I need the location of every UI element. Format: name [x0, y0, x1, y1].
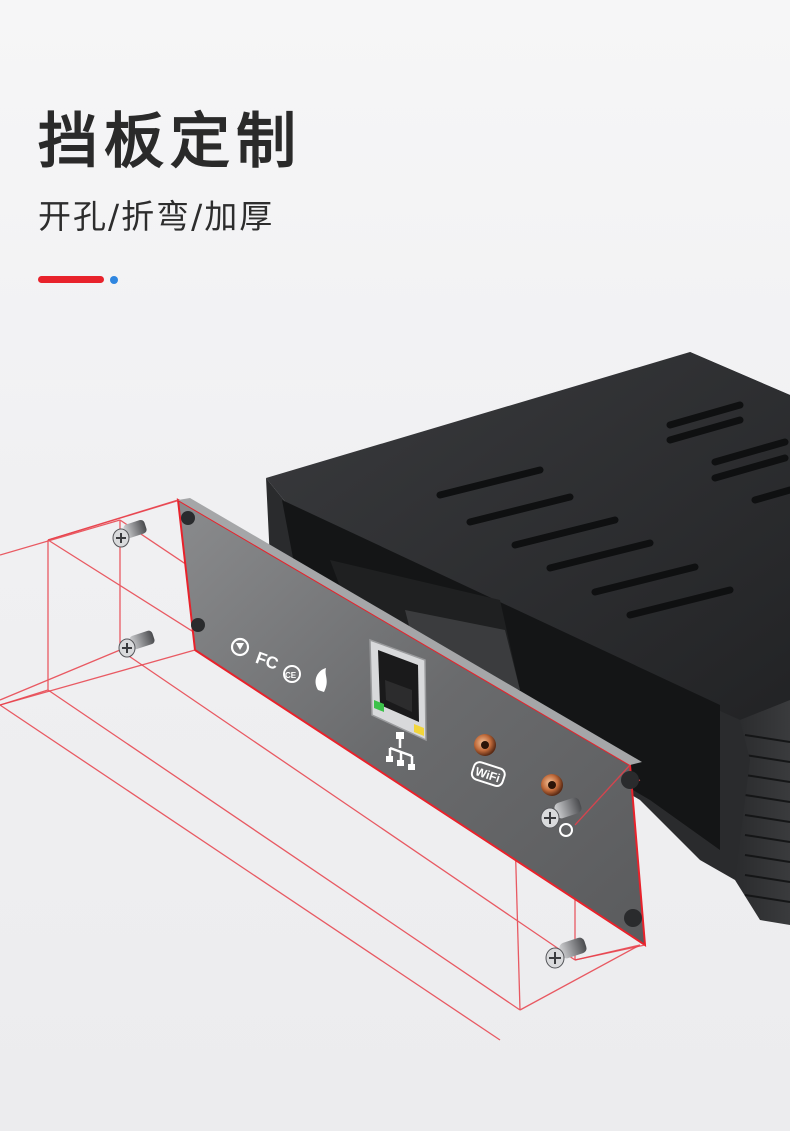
ce-icon: CE — [283, 665, 301, 683]
projection-guides-front — [0, 499, 646, 961]
svg-text:CE: CE — [285, 671, 297, 680]
activity-led-yellow — [414, 724, 424, 736]
rohs-icon — [315, 668, 327, 692]
screw-icon — [112, 519, 147, 548]
screw-icon — [118, 630, 155, 658]
screw-icon — [545, 937, 587, 969]
power-icon — [559, 823, 573, 837]
enclosure-top — [266, 352, 790, 720]
mount-hole — [181, 511, 195, 525]
mount-hole — [191, 618, 205, 632]
front-panel-edge — [178, 498, 642, 765]
enclosure-fins — [744, 734, 790, 903]
mount-hole — [621, 771, 639, 789]
accent-dot — [110, 276, 118, 284]
vent-slots — [436, 401, 790, 619]
accent-bar — [38, 276, 104, 283]
recycle-icon — [230, 637, 250, 657]
page-title: 挡板定制 — [38, 107, 302, 177]
link-led-green — [374, 700, 384, 712]
front-panel: FC CE — [176, 498, 647, 947]
wifi-icon: WiFi — [470, 761, 506, 787]
ethernet-port[interactable] — [369, 638, 427, 742]
antenna-connector[interactable] — [541, 774, 563, 796]
page-subtitle: 开孔/折弯/加厚 — [38, 197, 275, 236]
mount-hole — [624, 909, 642, 927]
antenna-connector[interactable] — [474, 734, 496, 756]
network-icon — [386, 732, 415, 770]
screw-icon — [540, 797, 582, 829]
